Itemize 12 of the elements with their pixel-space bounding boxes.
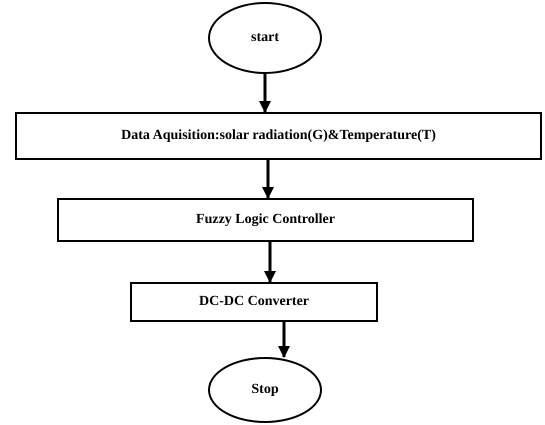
arrow <box>262 160 274 199</box>
node-label: Data Aquisition:solar radiation(G)&Temperature(T) <box>121 128 436 144</box>
node-label: Stop <box>251 382 279 398</box>
process-box <box>130 282 378 322</box>
arrow <box>264 242 276 283</box>
arrow <box>278 322 290 358</box>
arrow <box>259 74 271 113</box>
process-box <box>15 112 542 160</box>
node-label: start <box>251 30 279 46</box>
process-box <box>57 198 474 242</box>
node-label: Fuzzy Logic Controller <box>196 212 335 228</box>
node-label: DC-DC Converter <box>198 294 310 310</box>
